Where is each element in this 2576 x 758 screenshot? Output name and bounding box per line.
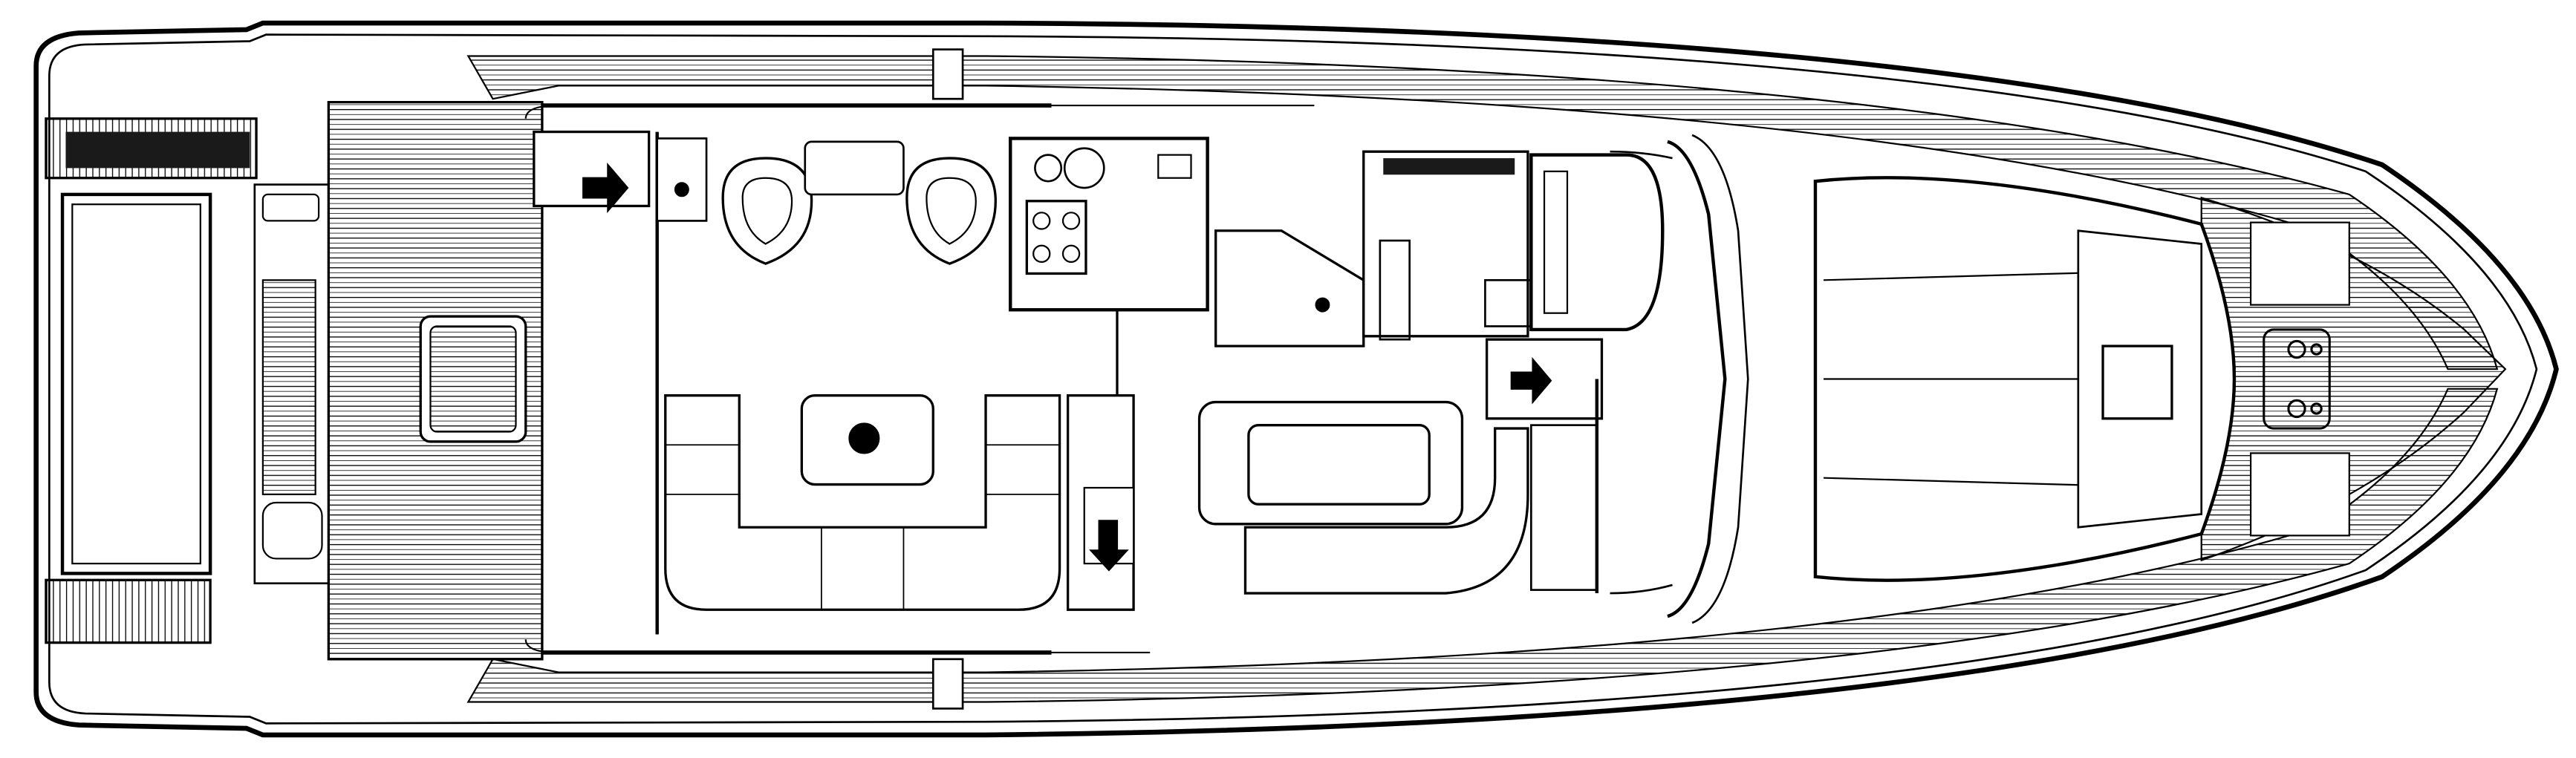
windshield (1610, 134, 1749, 624)
anchor-windlass-icon (2263, 328, 2331, 430)
dinette (1197, 379, 1599, 595)
hull-outline (33, 20, 2559, 738)
side-gate-port (931, 48, 964, 100)
stove-icon (1025, 200, 1087, 275)
helm (1362, 150, 1665, 420)
forward-hatch (2101, 344, 2173, 420)
plant-icon (674, 182, 689, 197)
plant-icon (848, 422, 880, 454)
salon (524, 103, 1315, 655)
foredeck (2200, 196, 2507, 562)
companionway (1066, 394, 1135, 611)
side-gate-starboard (931, 658, 964, 710)
lounge-chair (721, 157, 813, 265)
salon-sofa (664, 394, 1061, 611)
aft-cockpit (253, 100, 544, 661)
swim-platform (45, 117, 258, 644)
stair-arrow-icon (1510, 356, 1552, 405)
plant-icon (1315, 297, 1330, 313)
stair-arrow-icon (1089, 520, 1129, 572)
sink-icon (1034, 147, 1105, 189)
side-table (804, 140, 905, 196)
stair-arrow-icon (582, 162, 629, 214)
galley (1009, 137, 1365, 396)
sunpad (1813, 176, 2237, 582)
lounge-chair (905, 157, 997, 265)
